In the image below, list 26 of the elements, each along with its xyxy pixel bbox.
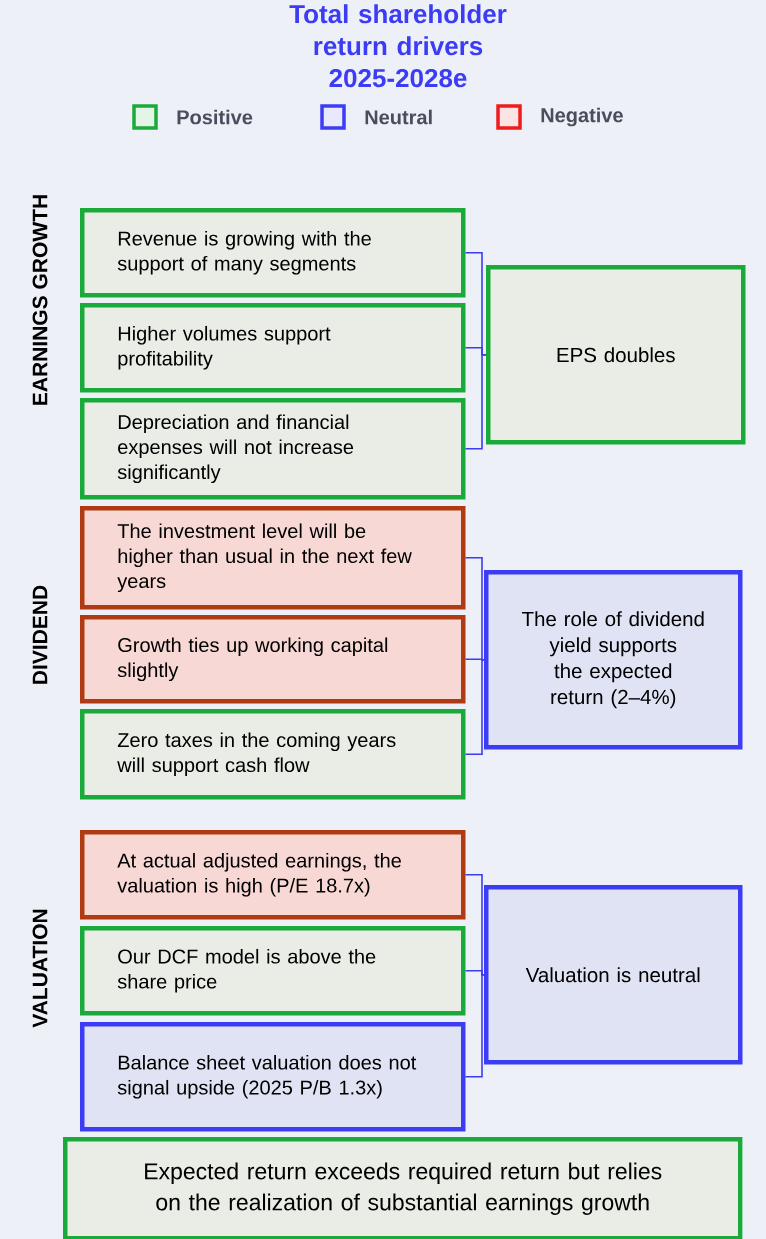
statement-box: The investment level will be higher than usual in the next few years	[80, 506, 466, 610]
statement-box: Revenue is growing with the support of many segments	[80, 208, 466, 298]
statement-box: Zero taxes in the coming years will support cash flow	[80, 709, 466, 800]
statement-box: Depreciation and financial expenses will not increase significantly	[80, 398, 466, 500]
outcome-box: EPS doubles	[486, 265, 746, 445]
bracket-connector	[464, 658, 485, 756]
bracket-connector	[464, 556, 485, 661]
legend-label: Neutral	[365, 109, 432, 125]
statement-box: Our DCF model is above the share price	[80, 926, 466, 1016]
outcome-box: Valuation is neutral	[484, 885, 743, 1065]
conclusion-box: Expected return exceeds required return but relies on the realization of substantial earnings growth	[63, 1137, 743, 1239]
statement-box: Higher volumes support profitability	[80, 303, 466, 393]
bracket-connector	[464, 353, 487, 450]
legend-label: Positive	[177, 109, 253, 125]
section-label: EARNINGS GROWTH	[32, 195, 48, 405]
bracket-connector	[464, 973, 485, 1078]
statement-box: Balance sheet valuation does not signal upside (2025 P/B 1.3x)	[80, 1022, 466, 1132]
statement-box: At actual adjusted earnings, the valuation is high (P/E 18.7x)	[80, 830, 466, 920]
statement-box: Growth ties up working capital slightly	[80, 615, 466, 704]
bracket-connector	[464, 658, 485, 661]
section-label: DIVIDEND	[32, 585, 48, 684]
title: Total shareholder return drivers 2025-2028e	[289, 4, 507, 88]
legend-label: Negative	[541, 107, 623, 127]
outcome-box: The role of dividend yield supports the expected return (2–4%)	[484, 570, 743, 750]
bracket-connector	[464, 969, 485, 976]
section-label: VALUATION	[32, 909, 48, 1028]
